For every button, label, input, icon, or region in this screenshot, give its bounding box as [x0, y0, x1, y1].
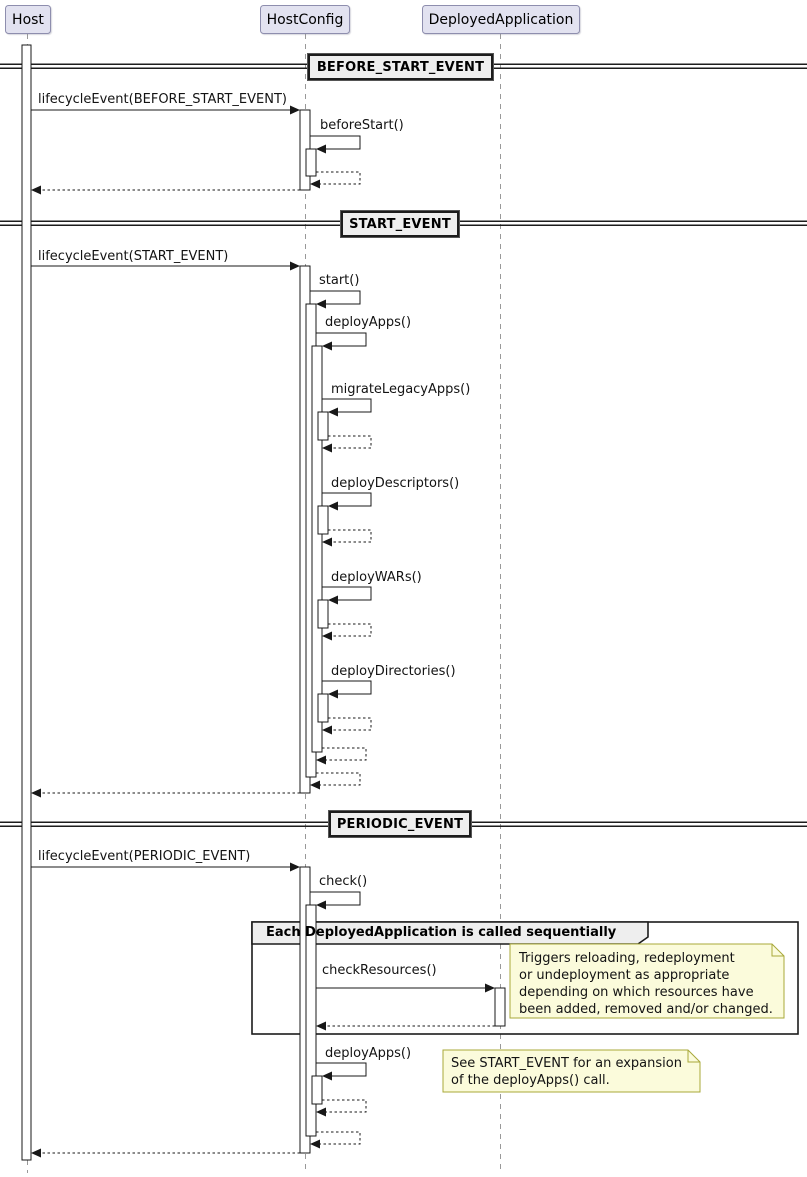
call-deployapps	[316, 332, 367, 347]
participant-host-label: Host	[12, 11, 44, 28]
note-deploy-apps-text: See START_EVENT for an expansion of the …	[451, 1056, 682, 1088]
arrowhead-icon	[316, 299, 326, 309]
arrowhead-icon	[290, 105, 300, 115]
arrowheads	[31, 105, 495, 1158]
activation-deploydirectories	[317, 693, 329, 723]
arrowhead-icon	[31, 788, 41, 798]
call-check	[310, 891, 361, 906]
group-header-pentagon	[251, 921, 649, 945]
arrowhead-icon	[316, 755, 326, 765]
arrowhead-icon	[310, 1139, 320, 1149]
arrowhead-icon	[316, 900, 326, 910]
call-deployapps-2	[316, 1062, 367, 1077]
divider-periodic-event: PERIODIC_EVENT	[328, 810, 472, 838]
return-start	[316, 772, 361, 786]
lifelines	[27, 34, 501, 1173]
message-label-migratelegacyapps: migrateLegacyApps()	[331, 382, 471, 397]
call-lines	[31, 109, 486, 1077]
group-frame	[251, 921, 799, 1035]
return-deploydirectories	[328, 717, 372, 731]
message-label-lifecycle-periodic: lifecycleEvent(PERIODIC_EVENT)	[38, 849, 251, 864]
activation-deploywars	[317, 599, 329, 629]
note-check-resources-text: Triggers reloading, redeployment or unde…	[519, 951, 773, 1017]
arrowhead-icon	[310, 780, 320, 790]
call-deploywars	[322, 586, 372, 601]
participant-hostconfig-label: HostConfig	[266, 11, 344, 28]
note-deploy-apps-body	[442, 1049, 701, 1093]
return-deploydescriptors	[328, 529, 372, 543]
call-migratelegacyapps	[322, 398, 372, 413]
message-label-checkresources: checkResources()	[322, 963, 437, 978]
arrowhead-icon	[322, 537, 332, 547]
arrowhead-icon	[322, 725, 332, 735]
participant-deployedapplication: DeployedApplication	[422, 5, 580, 34]
activation-migratelegacyapps	[317, 411, 329, 441]
message-label-deployapps: deployApps()	[325, 315, 412, 330]
call-start	[310, 290, 361, 305]
arrowhead-icon	[290, 862, 300, 872]
participant-host: Host	[5, 5, 51, 34]
arrowhead-icon	[290, 261, 300, 271]
activation-deployapps	[311, 345, 323, 753]
group-label: Each DeployedApplication is called seque…	[266, 925, 617, 940]
arrowhead-icon	[322, 631, 332, 641]
note-fold-icon	[771, 944, 784, 957]
note-fold-icon	[687, 1050, 700, 1063]
arrowhead-icon	[328, 689, 338, 699]
activation-beforestart	[305, 148, 317, 177]
call-deploydescriptors	[322, 492, 372, 507]
divider-label: BEFORE_START_EVENT	[316, 59, 485, 75]
return-migratelegacyapps	[328, 435, 372, 449]
activation-deployapps-2	[311, 1075, 323, 1105]
activation-check	[305, 904, 317, 1137]
arrowhead-icon	[316, 1107, 326, 1117]
message-label-deploydirectories: deployDirectories()	[331, 664, 456, 679]
arrowhead-icon	[328, 595, 338, 605]
return-deployapps	[322, 747, 367, 761]
activation-deployedapplication	[494, 987, 506, 1027]
participant-deployedapplication-label: DeployedApplication	[428, 11, 574, 28]
return-lines	[40, 171, 495, 1154]
arrowhead-icon	[328, 407, 338, 417]
divider-label: START_EVENT	[349, 216, 451, 232]
message-label-deploywars: deployWARs()	[331, 570, 422, 585]
arrowhead-icon	[322, 1071, 332, 1081]
message-label-lifecycle-before-start: lifecycleEvent(BEFORE_START_EVENT)	[38, 92, 287, 107]
activation-host	[21, 44, 32, 1161]
message-label-deployapps-2: deployApps()	[325, 1046, 412, 1061]
message-label-start: start()	[319, 273, 360, 288]
activation-deploydescriptors	[317, 505, 329, 535]
arrowhead-icon	[322, 341, 332, 351]
divider-before-start-event: BEFORE_START_EVENT	[307, 53, 494, 81]
arrowhead-icon	[485, 983, 495, 993]
return-deployapps-2	[322, 1099, 367, 1113]
call-beforestart	[310, 135, 361, 150]
activation-bars	[21, 44, 506, 1161]
arrowhead-icon	[31, 1148, 41, 1158]
return-beforestart	[316, 171, 361, 185]
divider-label: PERIODIC_EVENT	[336, 816, 464, 832]
return-deploywars	[328, 623, 372, 637]
arrowhead-icon	[316, 144, 326, 154]
divider-start-event: START_EVENT	[340, 210, 460, 238]
arrowhead-icon	[31, 185, 41, 195]
call-deploydirectories	[322, 680, 372, 695]
arrowhead-icon	[310, 179, 320, 189]
arrowhead-icon	[316, 1021, 326, 1031]
arrowhead-icon	[322, 443, 332, 453]
message-label-deploydescriptors: deployDescriptors()	[331, 476, 460, 491]
message-label-check: check()	[319, 874, 368, 889]
message-label-beforestart: beforeStart()	[320, 118, 404, 133]
divider-lines	[0, 63, 807, 827]
participant-hostconfig: HostConfig	[260, 5, 350, 34]
message-label-lifecycle-start: lifecycleEvent(START_EVENT)	[38, 249, 229, 264]
arrowhead-icon	[328, 501, 338, 511]
notes	[442, 943, 785, 1093]
return-check	[316, 1131, 361, 1145]
note-check-resources-body	[509, 943, 785, 1019]
